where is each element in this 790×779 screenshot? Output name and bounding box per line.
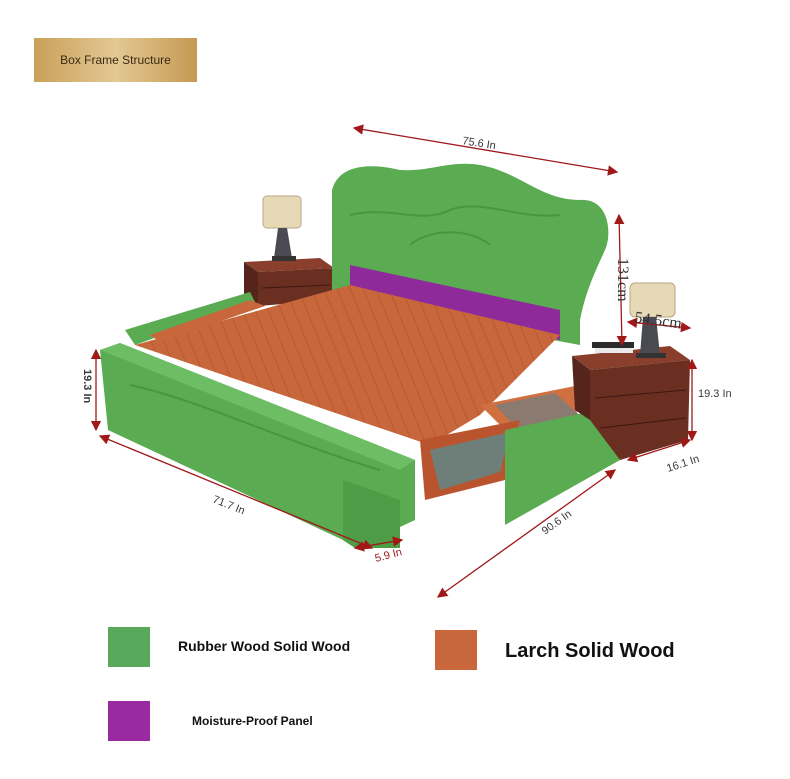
left-lamp [262, 195, 302, 261]
legend-label-moisture-panel: Moisture-Proof Panel [192, 714, 313, 728]
dim-nightstand-width-label: 54.5cm [633, 309, 683, 333]
dim-headboard-label: 131cm [614, 258, 631, 302]
dim-leg-label: 5.9 In [374, 546, 404, 565]
dim-nightstand-depth-label: 16.1 In [665, 453, 701, 475]
right-nightstand [572, 346, 690, 460]
dim-side-height-label: 19.3 In [81, 369, 93, 404]
dimension-lines [90, 124, 698, 598]
dim-width-label: 75.6 In [462, 135, 497, 152]
slat-platform [125, 285, 560, 445]
section-badge: Box Frame Structure [34, 38, 197, 82]
legend-label-rubber-wood: Rubber Wood Solid Wood [178, 638, 351, 654]
legend-swatch-larch [435, 630, 477, 670]
legend-swatch-moisture-panel [108, 701, 150, 741]
legend-swatch-rubber-wood [108, 627, 150, 667]
legend-label-larch: Larch Solid Wood [505, 640, 675, 662]
dim-length-label: 71.7 In [211, 494, 247, 518]
books [592, 342, 634, 353]
dim-nightstand-height-label: 19.3 In [698, 388, 732, 400]
bed-illustration: 75.6 In 71.7 In 90.6 In 19.3 In 131cm 54… [81, 124, 732, 598]
